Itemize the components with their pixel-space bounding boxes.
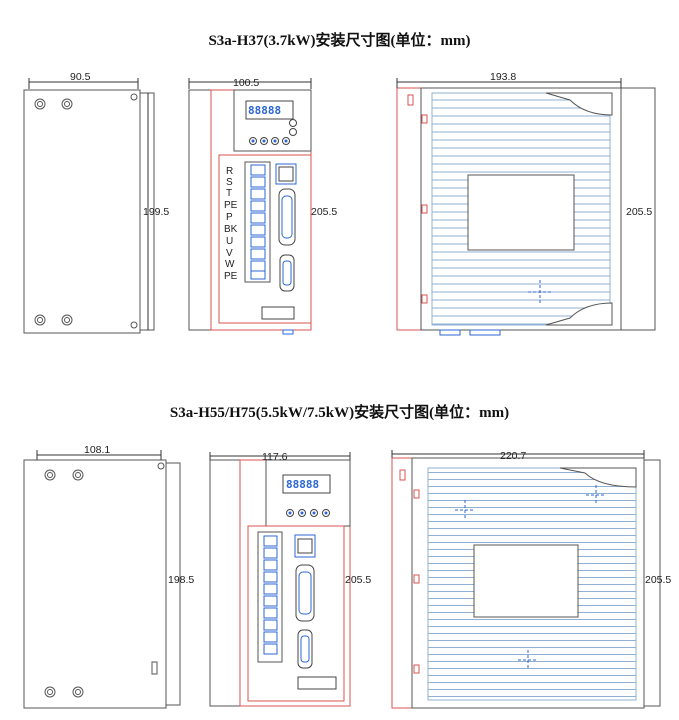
terminal-label: R: [226, 166, 233, 177]
s1-front-width-dim: 100.5: [233, 77, 259, 89]
s2-side-height-dim: 198.5: [168, 574, 194, 586]
s1-front-view: [188, 78, 312, 335]
terminal-label: V: [226, 248, 233, 259]
s2-front-height-dim: 205.5: [345, 574, 371, 586]
terminal-label: W: [225, 259, 235, 270]
terminal-label: U: [226, 236, 233, 247]
terminal-label: P: [226, 212, 233, 223]
s2-side-width-dim: 108.1: [84, 444, 110, 456]
s2-side-view: [23, 450, 181, 709]
s2-rear-height-dim: 205.5: [645, 574, 671, 586]
terminal-label: S: [226, 177, 233, 188]
s2-display-digits: 88888: [286, 478, 319, 491]
s1-side-view: [23, 78, 155, 334]
s2-front-width-dim: 117.6: [262, 451, 288, 463]
terminal-label: PE: [224, 271, 238, 282]
section2-title: S3a-H55/H75(5.5kW/7.5kW)安装尺寸图(单位：mm): [169, 405, 510, 421]
terminal-label: PE: [224, 200, 238, 211]
s2-rear-view: [391, 450, 661, 709]
section1-title: S3a-H37(3.7kW)安装尺寸图(单位：mm): [208, 33, 471, 49]
s1-rear-view: [396, 78, 656, 336]
s2-front-view: [209, 452, 351, 707]
s1-rear-width-dim: 193.8: [490, 71, 516, 83]
s1-front-height-dim: 205.5: [311, 206, 337, 218]
terminal-label: BK: [224, 224, 238, 235]
s1-side-height-dim: 199.5: [143, 206, 169, 218]
s1-side-width-dim: 90.5: [70, 71, 91, 83]
s2-rear-width-dim: 220.7: [500, 450, 526, 462]
s1-terminal-labels: R S T PE P BK U V W PE: [224, 166, 238, 282]
s1-rear-height-dim: 205.5: [626, 206, 652, 218]
terminal-label: T: [226, 188, 232, 199]
s1-display-digits: 88888: [248, 104, 281, 117]
